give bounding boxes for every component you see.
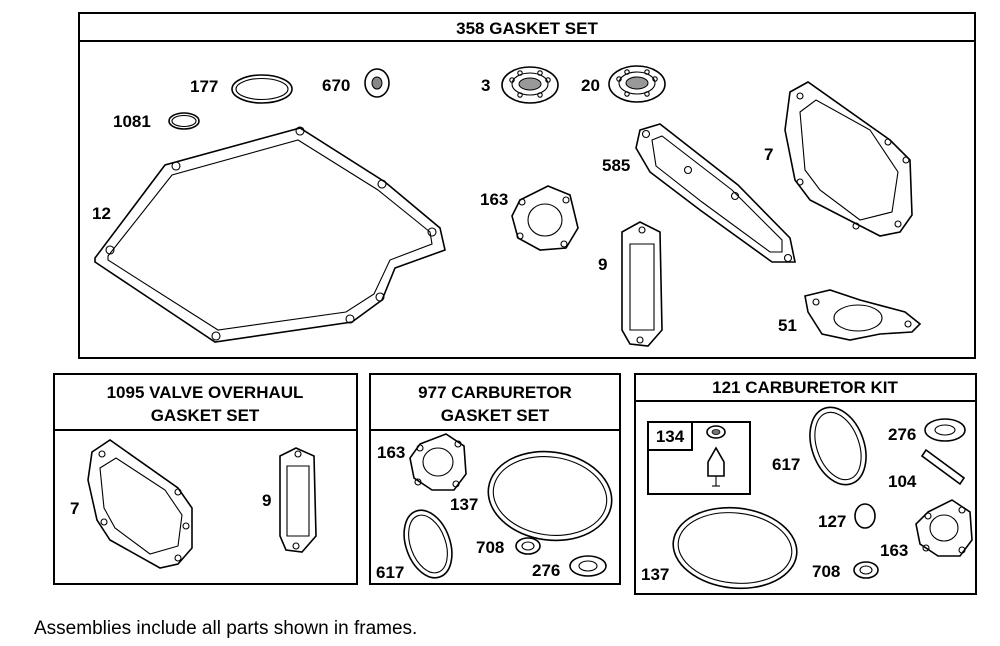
label-276: 276 (532, 561, 560, 580)
part-585-intake-gasket (635, 123, 796, 263)
part-51-exhaust-gasket (804, 289, 922, 341)
label-617: 617 (772, 455, 800, 474)
part-617-o-ring (809, 406, 867, 486)
label-177: 177 (190, 77, 218, 96)
part-163-carburetor-gasket (915, 499, 973, 557)
part-276-washer (569, 555, 607, 577)
part-163-carburetor-gasket (409, 433, 467, 491)
label-7: 7 (70, 499, 79, 518)
part-708-washer (853, 561, 879, 579)
part-708-washer (515, 537, 541, 555)
carburetor-gasket-border (369, 373, 621, 585)
label-708: 708 (476, 538, 504, 557)
label-585: 585 (602, 156, 630, 175)
part-104-pin (920, 448, 966, 486)
label-670: 670 (322, 76, 350, 95)
inlet-needle-seat (706, 425, 726, 439)
carburetor-gasket-title-line2: GASKET SET (441, 406, 550, 425)
gasket-set-border (78, 12, 976, 359)
part-7-cylinder-head-gasket (784, 81, 913, 237)
part-276-washer (924, 418, 966, 442)
label-1081: 1081 (113, 112, 151, 131)
part-670-washer (364, 68, 390, 98)
label-7: 7 (764, 145, 773, 164)
part-12-crankcase-gasket (94, 126, 446, 343)
label-127: 127 (818, 512, 846, 531)
part-137-o-ring (672, 506, 798, 590)
gasket-set-frame: 358 GASKET SET (78, 12, 976, 359)
label-163: 163 (377, 443, 405, 462)
label-137: 137 (450, 495, 478, 514)
part-3-oil-seal (501, 66, 559, 104)
carburetor-gasket-title-line1: 977 CARBURETOR (418, 383, 572, 402)
carburetor-gasket-frame: 977 CARBURETOR GASKET SET 163 137 (369, 373, 621, 585)
part-7-cylinder-head-gasket (87, 439, 193, 569)
subassembly-134-frame: 134 (647, 421, 751, 495)
part-20-oil-seal (608, 65, 666, 103)
part-163-carburetor-gasket (511, 185, 579, 251)
label-137: 137 (641, 565, 669, 584)
carburetor-kit-border (634, 373, 977, 595)
part-9-valve-cover-gasket (621, 221, 663, 347)
part-1081-o-ring (168, 112, 200, 130)
valve-overhaul-frame: 1095 VALVE OVERHAUL GASKET SET 7 9 (53, 373, 358, 585)
carburetor-kit-title: 121 CARBURETOR KIT (712, 378, 898, 397)
subassembly-134-label: 134 (656, 427, 685, 446)
carburetor-kit-frame: 121 CARBURETOR KIT 134 (634, 373, 977, 595)
part-9-valve-cover-gasket (279, 447, 317, 553)
valve-overhaul-title-line2: GASKET SET (151, 406, 260, 425)
label-708: 708 (812, 562, 840, 581)
label-617: 617 (376, 563, 404, 582)
part-137-o-ring (487, 450, 613, 542)
label-12: 12 (92, 204, 111, 223)
label-20: 20 (581, 76, 600, 95)
label-9: 9 (598, 255, 607, 274)
label-3: 3 (481, 76, 490, 95)
label-163: 163 (880, 541, 908, 560)
label-163: 163 (480, 190, 508, 209)
label-104: 104 (888, 472, 917, 491)
inlet-needle (707, 446, 725, 487)
footnote: Assemblies include all parts shown in fr… (34, 618, 418, 639)
part-617-o-ring (403, 509, 453, 579)
part-177-gasket (231, 74, 293, 104)
valve-overhaul-border (53, 373, 358, 585)
label-51: 51 (778, 316, 797, 335)
part-127-plug (854, 503, 876, 529)
gasket-set-title: 358 GASKET SET (456, 19, 598, 38)
label-276: 276 (888, 425, 916, 444)
label-9: 9 (262, 491, 271, 510)
valve-overhaul-title-line1: 1095 VALVE OVERHAUL (107, 383, 304, 402)
